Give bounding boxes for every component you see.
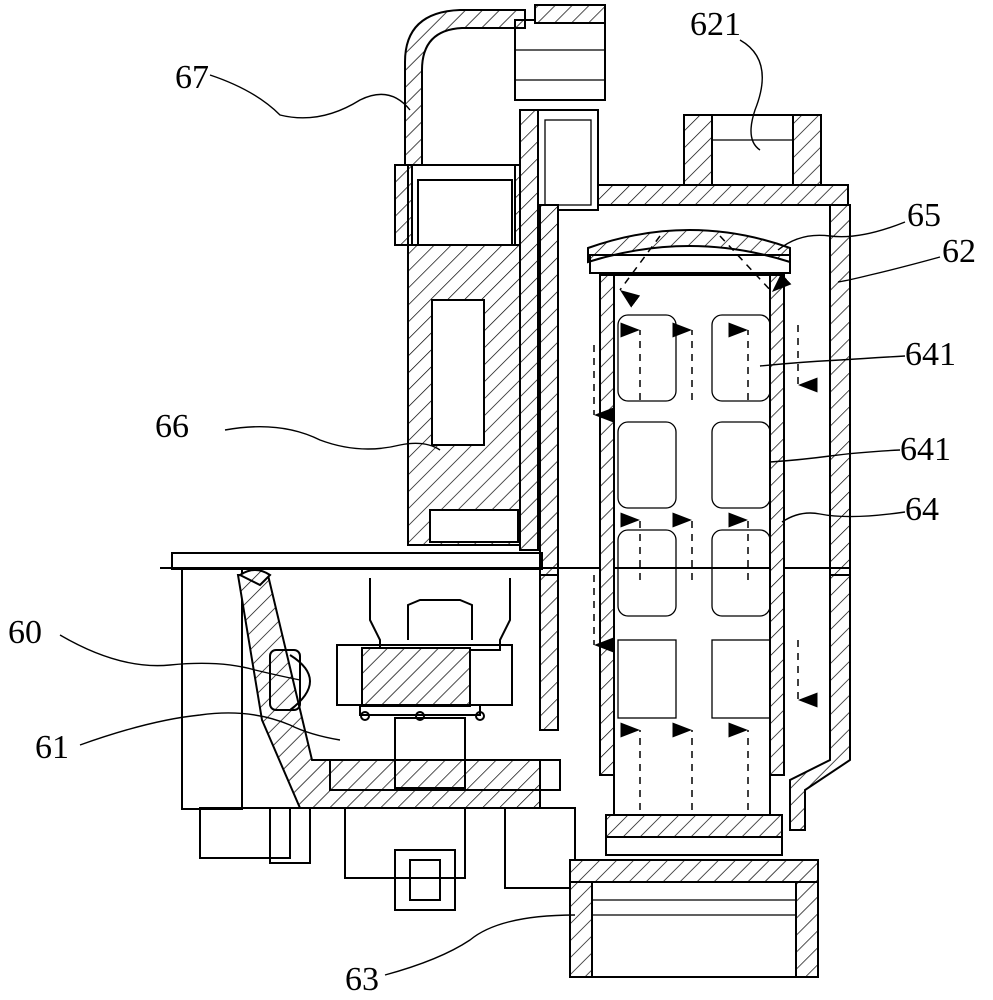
label-60: 60: [8, 614, 42, 651]
impeller-chamber-61: [329, 578, 561, 791]
base-housing-60: [171, 552, 543, 810]
label-641-lower: 641: [900, 431, 951, 468]
label-66: 66: [155, 408, 189, 445]
label-641-upper: 641: [905, 336, 956, 373]
leader-lines: [59, 39, 941, 976]
label-61: 61: [35, 729, 69, 766]
airflow-arrows: [593, 235, 818, 810]
label-65: 65: [907, 197, 941, 234]
label-64: 64: [905, 491, 939, 528]
bottom-components-63: [199, 807, 819, 978]
label-67: 67: [175, 59, 209, 96]
duct-67: [394, 4, 606, 253]
housing-62: [160, 114, 851, 831]
reference-numerals: 621 67 65 62 641 66 641 64 60 61 63: [8, 6, 976, 998]
label-62: 62: [942, 233, 976, 270]
filter-cylinder-64: [587, 229, 791, 856]
label-63: 63: [345, 961, 379, 998]
label-621: 621: [690, 6, 741, 43]
motor-block-66: [407, 109, 599, 551]
